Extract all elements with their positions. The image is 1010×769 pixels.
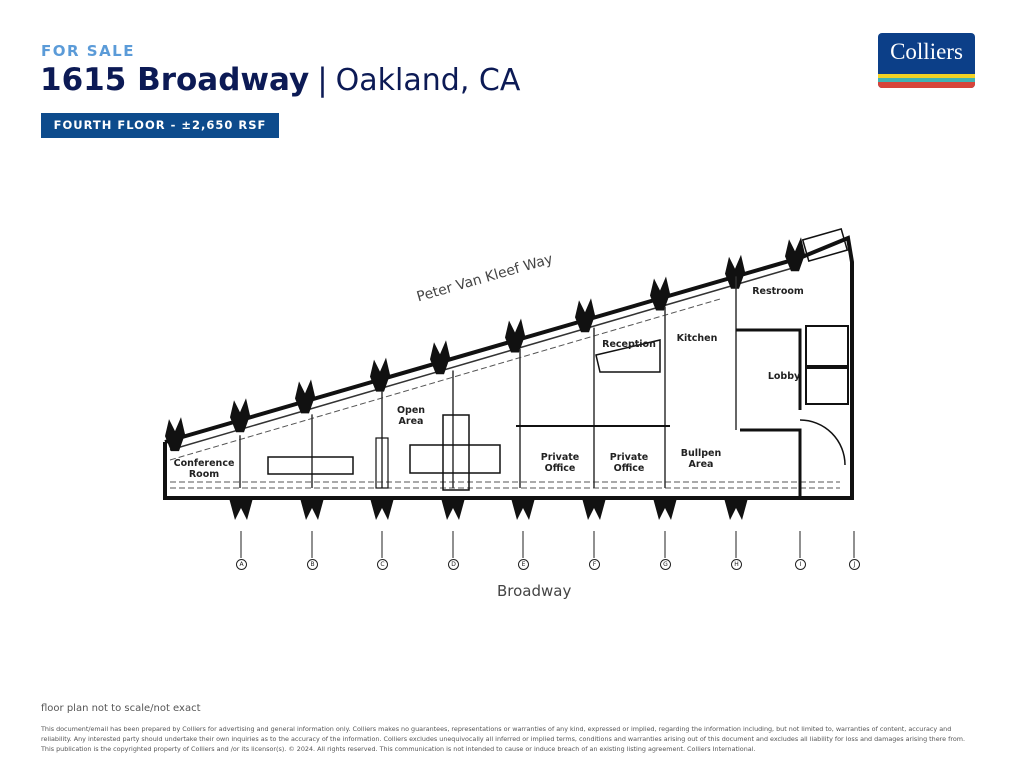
disclaimer: This document/email has been prepared by… [41,725,965,753]
bottom-pier [582,498,606,520]
reception-desk [595,339,661,373]
workstation [409,444,501,474]
room-restroom: Restroom [752,286,804,297]
bottom-pier [370,498,394,520]
top-pier [505,318,525,353]
grid-label: C [377,559,388,570]
stair [799,419,846,466]
bottom-pier [300,498,324,520]
page-title: 1615 Broadway|Oakland, CA [40,62,520,98]
grid-label: I [795,559,806,570]
interior-wall [169,265,801,451]
room-reception: Reception [602,339,656,350]
workstation [267,456,354,475]
elevator [805,367,849,405]
scale-note: floor plan not to scale/not exact [41,703,201,714]
bottom-pier [511,498,535,520]
room-conference: Conference Room [173,458,235,480]
street-label-bottom: Broadway [497,582,572,600]
balcony [801,227,849,263]
grid-label: D [448,559,459,570]
top-pier [725,254,745,289]
elevator [805,325,849,367]
room-open-area: Open Area [396,405,426,427]
top-pier [650,276,670,311]
grid-label: G [660,559,671,570]
soffit-line [169,298,721,461]
top-pier [165,417,185,452]
top-pier [785,237,805,272]
core-wall [736,328,802,500]
column-box [375,437,389,489]
top-pier [295,379,315,414]
room-private-office-1: Private Office [540,452,580,474]
city: Oakland, CA [335,63,521,98]
logo-text: Colliers [890,39,963,64]
bottom-pier [653,498,677,520]
top-pier [230,398,250,433]
grid-label: A [236,559,247,570]
colliers-logo: Colliers [878,33,975,88]
room-private-office-2: Private Office [609,452,649,474]
grid-label: F [589,559,600,570]
title-separator: | [317,62,328,98]
top-pier [575,298,595,333]
grid-label: J [849,559,860,570]
grid-label: H [731,559,742,570]
room-bullpen: Bullpen Area [680,448,722,470]
address: 1615 Broadway [40,62,310,98]
bottom-pier [724,498,748,520]
floor-badge: FOURTH FLOOR - ±2,650 RSF [41,113,279,138]
workstation [442,414,470,491]
room-lobby: Lobby [767,371,801,382]
grid-label: E [518,559,529,570]
bottom-pier [229,498,253,520]
top-pier [430,340,450,375]
bottom-pier [441,498,465,520]
grid-label: B [307,559,318,570]
room-kitchen: Kitchen [676,333,718,344]
listing-type: FOR SALE [41,42,135,60]
top-pier [370,357,390,392]
